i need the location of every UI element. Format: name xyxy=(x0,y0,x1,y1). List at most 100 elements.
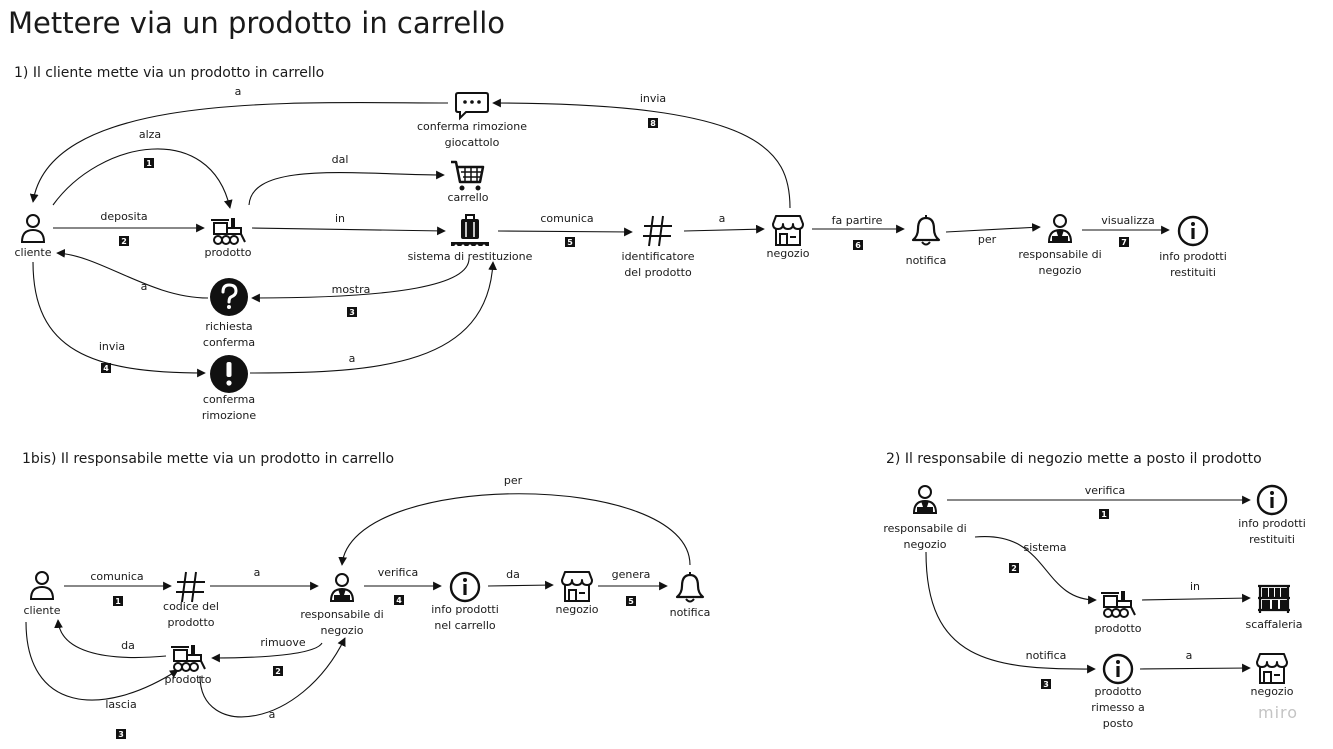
edge-connector[interactable] xyxy=(492,98,791,209)
edge-label: comunica xyxy=(90,570,143,583)
diagram1-edge[interactable]: per xyxy=(945,223,1041,246)
edge-connector[interactable] xyxy=(251,257,470,303)
node-prodotto[interactable]: prodotto xyxy=(204,218,252,259)
edge-label: a xyxy=(235,85,242,98)
node-scaffaleria[interactable]: scaffaleria xyxy=(1246,584,1303,631)
edge-connector[interactable] xyxy=(974,536,1097,605)
section-title-1bis: 1bis) Il responsabile mette via un prodo… xyxy=(22,451,395,467)
node-label: info prodotti xyxy=(431,603,499,616)
edge-connector[interactable] xyxy=(32,261,206,378)
edge-connector[interactable] xyxy=(251,226,446,236)
edge-label: alza xyxy=(139,128,161,141)
edge-connector[interactable] xyxy=(56,248,209,299)
edge-connector[interactable] xyxy=(25,621,179,701)
edge-connector[interactable] xyxy=(683,224,765,234)
node-cliente[interactable]: cliente xyxy=(15,214,52,259)
diagram2-edge[interactable]: a xyxy=(199,637,346,721)
step-badge xyxy=(1009,563,1019,573)
edge-label: a xyxy=(269,708,276,721)
node-label: cliente xyxy=(15,246,52,259)
edge-connector[interactable] xyxy=(211,642,323,663)
node-label: responsabile di xyxy=(300,608,383,621)
edge-connector[interactable] xyxy=(199,637,346,718)
node-cliente[interactable]: cliente xyxy=(24,571,61,617)
step-badge-number: 5 xyxy=(567,238,573,247)
diagram1-edge[interactable]: alza 1 xyxy=(52,128,233,209)
node-negozio[interactable]: negozio xyxy=(766,215,810,260)
node-label: restituiti xyxy=(1170,266,1216,279)
chat-icon xyxy=(455,92,489,121)
node-carrello[interactable]: carrello xyxy=(447,160,489,204)
edge-connector[interactable] xyxy=(945,223,1041,233)
node-notifica[interactable]: notifica xyxy=(906,215,947,267)
diagram2-edge[interactable]: per xyxy=(338,474,691,566)
diagram1-edge[interactable]: a xyxy=(56,248,209,299)
diagram1-edge[interactable]: a xyxy=(249,261,498,374)
diagram2-edge[interactable]: da xyxy=(54,619,167,659)
node-negozio[interactable]: negozio xyxy=(555,571,599,616)
step-badge-number: 2 xyxy=(1011,564,1017,573)
edge-connector[interactable] xyxy=(1141,593,1251,603)
diagram1-edge[interactable]: in xyxy=(251,212,446,236)
node-prodotto[interactable]: prodotto xyxy=(1094,591,1142,635)
edge-label: da xyxy=(121,639,135,652)
diagram2-edge[interactable]: a xyxy=(210,566,319,591)
step-badge-number: 7 xyxy=(1121,238,1127,247)
manager-icon xyxy=(329,573,355,602)
edge-connector[interactable] xyxy=(925,551,1096,674)
node-negozio[interactable]: negozio xyxy=(1250,653,1294,698)
node-label: prodotto xyxy=(1094,685,1141,698)
diagram1-edge[interactable]: a xyxy=(29,85,449,203)
diagram2-edge[interactable]: da xyxy=(487,568,554,590)
edge-connector[interactable] xyxy=(338,493,691,566)
train-icon xyxy=(211,218,246,245)
step-badge-number: 1 xyxy=(146,159,152,168)
diagram2-edge[interactable]: comunica 1 xyxy=(64,570,172,606)
node-notifica[interactable]: notifica xyxy=(670,572,711,619)
diagram3-edge[interactable]: a xyxy=(1139,649,1251,673)
node-label: identificatore xyxy=(622,250,695,263)
edge-connector[interactable] xyxy=(248,170,445,206)
diagram3-edge[interactable]: in xyxy=(1141,580,1251,603)
edge-connector[interactable] xyxy=(1139,663,1251,673)
diagram1-edge[interactable]: a xyxy=(683,212,765,234)
node-label: conferma rimozione xyxy=(417,120,527,133)
edge-connector[interactable] xyxy=(487,580,554,590)
edge-connector[interactable] xyxy=(249,261,498,374)
diagram1-edge[interactable]: dal xyxy=(248,153,445,206)
edge-connector[interactable] xyxy=(497,227,633,237)
edge-connector[interactable] xyxy=(29,101,449,203)
step-badge-number: 1 xyxy=(115,597,121,606)
edge-label: in xyxy=(335,212,345,225)
node-sistema[interactable]: sistema di restituzione xyxy=(408,214,533,263)
node-prodotto[interactable]: prodotto xyxy=(164,645,212,686)
edge-connector[interactable] xyxy=(52,148,233,209)
edge-connector[interactable] xyxy=(54,619,167,659)
